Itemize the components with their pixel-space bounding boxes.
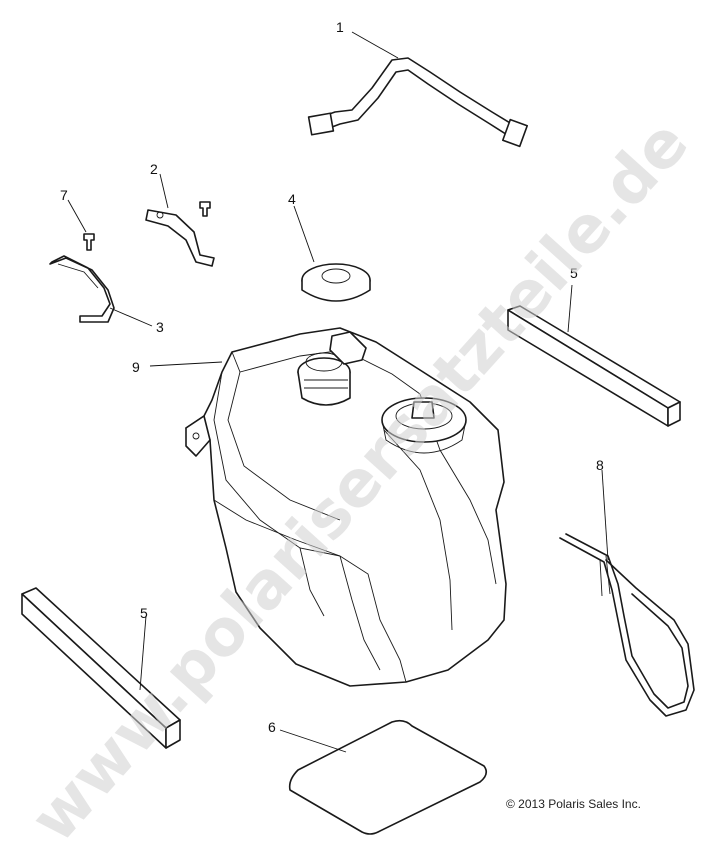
- part-8-retainer-strap: [559, 533, 695, 717]
- part-6-decal: [288, 719, 488, 835]
- part-5-foam-pad-right: [507, 305, 681, 427]
- callout-4: 4: [288, 191, 296, 207]
- part-5-foam-pad-left: [21, 587, 181, 749]
- part-7-screw: [83, 233, 95, 251]
- part-1-fuel-hose: [307, 57, 529, 148]
- callout-9: 9: [132, 359, 140, 375]
- copyright-text: © 2013 Polaris Sales Inc.: [506, 797, 641, 811]
- leader-lines: [67, 31, 609, 753]
- callout-3: 3: [156, 319, 164, 335]
- part-2-bracket: [145, 201, 215, 267]
- part-9-fuel-tank: [185, 327, 507, 687]
- callout-8: 8: [596, 457, 604, 473]
- callout-7: 7: [60, 187, 68, 203]
- callout-6: 6: [268, 719, 276, 735]
- part-4-fuel-cap: [301, 263, 371, 302]
- callout-1: 1: [336, 19, 344, 35]
- callout-5-right: 5: [570, 265, 578, 281]
- callout-2: 2: [150, 161, 158, 177]
- part-3-strap: [49, 255, 115, 323]
- callout-5-left: 5: [140, 605, 148, 621]
- callout-numbers: 1 2 3 4 5 5 6 7 8 9: [60, 19, 604, 735]
